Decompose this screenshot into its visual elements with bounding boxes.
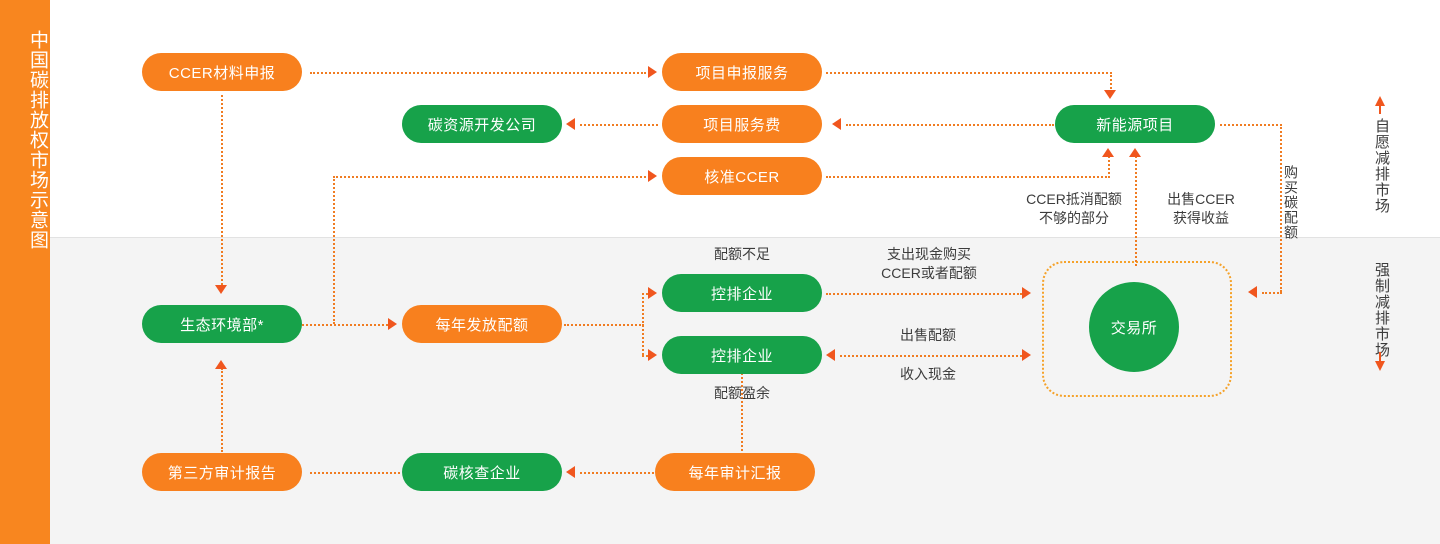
edge-allowance-to-ce1-arrowhead	[648, 287, 657, 299]
edge-ccer-to-declaration	[310, 72, 646, 74]
edge-ccer-to-mee-arrowhead	[215, 285, 227, 294]
voluntary-market-label: 自愿减排市场	[1373, 118, 1390, 214]
edge-allowance-to-ce2-arrowhead	[648, 349, 657, 361]
node-controlled-enterprise-1[interactable]: 控排企业	[662, 274, 822, 312]
node-annual-allowance[interactable]: 每年发放配额	[402, 305, 562, 343]
edge-mee-to-approvedccer-arrowhead	[648, 170, 657, 182]
edge-fee-to-devcompany	[580, 124, 658, 126]
page-title: 中国碳排放权市场示意图	[27, 30, 48, 250]
edge-thirdparty-to-mee-arrowhead	[215, 360, 227, 369]
edge-allowance-branch-v	[642, 293, 644, 355]
edge-allowance-to-ce2	[642, 355, 652, 357]
node-project-declaration[interactable]: 项目申报服务	[662, 53, 822, 91]
edge-mee-to-allowance-arrowhead	[388, 318, 397, 330]
compliance-market-arrow-stem	[1379, 352, 1381, 362]
edge-label-spend-cash-buy: 支出现金购买 CCER或者配额	[881, 246, 977, 281]
edge-label-allowance-shortage: 配额不足	[714, 246, 770, 262]
edge-ccer-to-mee	[221, 95, 223, 285]
edge-ce2-to-auditreport	[741, 373, 743, 451]
edge-exchange-to-ce2-arrowhead	[826, 349, 835, 361]
edge-mee-to-allowance	[302, 324, 388, 326]
node-label: 项目申报服务	[695, 64, 789, 82]
sidebar: 中国碳排放权市场示意图	[0, 0, 50, 544]
node-third-party-audit[interactable]: 第三方审计报告	[142, 453, 302, 491]
node-annual-audit-report[interactable]: 每年审计汇报	[655, 453, 815, 491]
edge-label-sell-allowance: 出售配额	[900, 327, 956, 343]
node-label: 第三方审计报告	[167, 464, 277, 482]
edge-project-to-fee-arrowhead	[832, 118, 841, 130]
edge-label-ccer-offset: CCER抵消配额 不够的部分	[1026, 191, 1122, 226]
node-label: 交易所	[1110, 319, 1158, 337]
node-ccer-application[interactable]: CCER材料申报	[142, 53, 302, 91]
voluntary-market-arrow-icon	[1375, 96, 1385, 106]
edge-exchange-to-project-v	[1135, 156, 1137, 266]
edge-label-receive-cash: 收入现金	[900, 366, 956, 382]
edge-ce1-to-exchange-arrowhead	[1022, 287, 1031, 299]
edge-ce1-to-exchange	[826, 293, 1022, 295]
node-label: 核准CCER	[704, 168, 780, 186]
edge-approvedccer-to-project-arrowhead	[1102, 148, 1114, 157]
edge-approvedccer-to-project-v	[1108, 156, 1110, 178]
edge-label-buy-carbon-allowance: 购买碳配额	[1283, 165, 1299, 240]
sidebar-title-wrap: 中国碳排放权市场示意图	[0, 16, 50, 516]
node-approved-ccer[interactable]: 核准CCER	[662, 157, 822, 195]
node-label: 项目服务费	[703, 116, 781, 134]
edge-ce2-exchange	[840, 355, 1022, 357]
node-label: 每年发放配额	[435, 316, 529, 334]
edge-mee-to-approvedccer-v	[333, 176, 335, 324]
edge-verifier-to-thirdparty	[310, 472, 400, 474]
edge-allowance-to-ce1	[642, 293, 652, 295]
edge-project-to-exchange-h	[1220, 124, 1282, 126]
node-project-service-fee[interactable]: 项目服务费	[662, 105, 822, 143]
edge-approvedccer-to-project-h	[826, 176, 1110, 178]
edge-project-to-fee	[846, 124, 1054, 126]
edge-ce2-to-exchange-arrowhead	[1022, 349, 1031, 361]
edge-declaration-to-project-arrowhead	[1104, 90, 1116, 99]
edge-declaration-to-project-h	[826, 72, 1112, 74]
node-label: 生态环境部*	[180, 316, 264, 334]
node-label: 每年审计汇报	[688, 464, 782, 482]
edge-fee-to-devcompany-arrowhead	[566, 118, 575, 130]
edge-project-to-exchange-v	[1280, 124, 1282, 292]
node-mee[interactable]: 生态环境部*	[142, 305, 302, 343]
node-carbon-verifier[interactable]: 碳核查企业	[402, 453, 562, 491]
edge-label-allowance-surplus: 配额盈余	[714, 385, 770, 401]
edge-auditreport-to-verifier	[580, 472, 658, 474]
voluntary-market-arrow-stem	[1379, 104, 1381, 114]
edge-thirdparty-to-mee	[221, 368, 223, 452]
edge-ccer-to-declaration-arrowhead	[648, 66, 657, 78]
node-label: 控排企业	[710, 285, 773, 303]
node-label: 碳核查企业	[443, 464, 521, 482]
edge-declaration-to-project-v	[1110, 72, 1112, 92]
node-carbon-dev-company[interactable]: 碳资源开发公司	[402, 105, 562, 143]
node-new-energy-project[interactable]: 新能源项目	[1055, 105, 1215, 143]
edge-mee-to-approvedccer-h	[333, 176, 646, 178]
edge-project-to-exchange-h2	[1262, 292, 1282, 294]
exchange-boundary	[1042, 261, 1232, 397]
edge-label-sell-ccer: 出售CCER 获得收益	[1167, 191, 1235, 226]
node-label: 碳资源开发公司	[427, 116, 537, 134]
edge-project-to-exchange-arrowhead	[1248, 286, 1257, 298]
node-label: 控排企业	[710, 347, 773, 365]
edge-allowance-branch-h	[564, 324, 644, 326]
compliance-market-arrow-icon	[1375, 361, 1385, 371]
node-label: 新能源项目	[1096, 116, 1174, 134]
edge-auditreport-to-verifier-arrowhead	[566, 466, 575, 478]
edge-exchange-to-project-arrowhead	[1129, 148, 1141, 157]
node-exchange[interactable]: 交易所	[1089, 282, 1179, 372]
node-label: CCER材料申报	[168, 64, 276, 82]
node-controlled-enterprise-2[interactable]: 控排企业	[662, 336, 822, 374]
compliance-market-label: 强制减排市场	[1373, 262, 1390, 358]
